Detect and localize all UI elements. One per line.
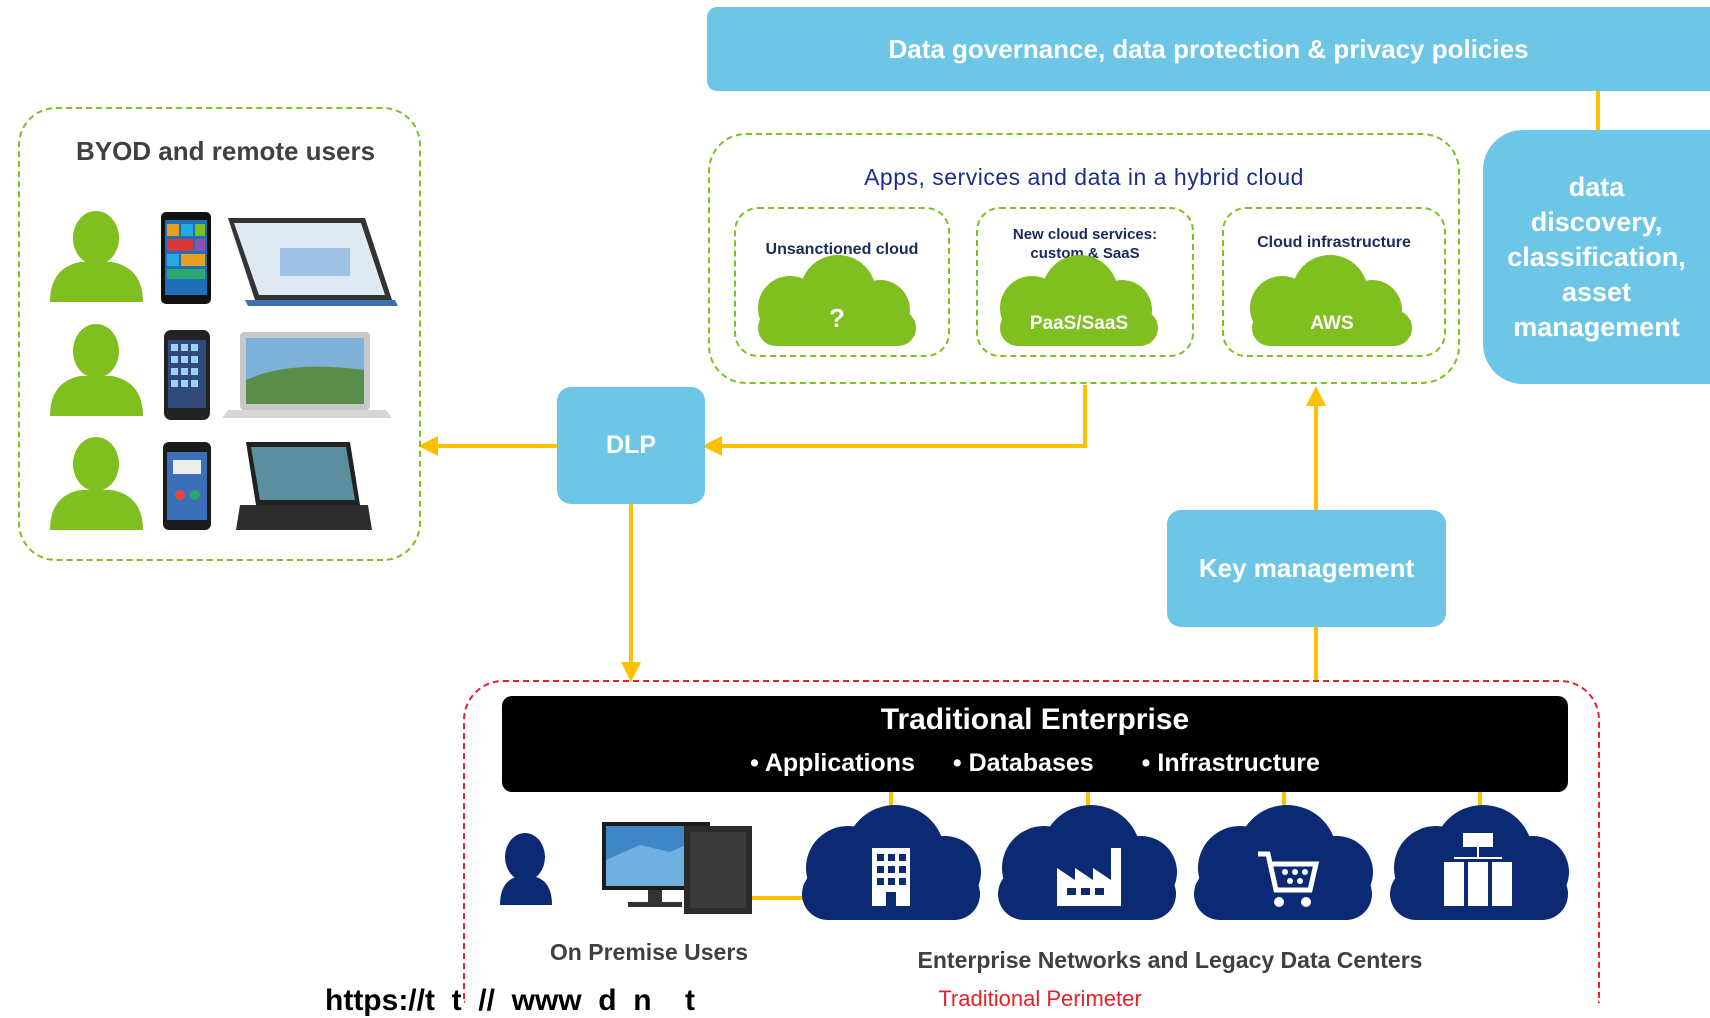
- dlp-label: DLP: [606, 431, 656, 459]
- shopping-cart-icon: [1258, 851, 1320, 907]
- macbook-icon: [222, 332, 392, 418]
- key-management-box: Key management: [1167, 510, 1446, 627]
- discovery-line: management: [1513, 311, 1680, 342]
- enterprise-bar: Traditional Enterprise • Applications • …: [502, 696, 1568, 792]
- discovery-box: data discovery, classification, asset ma…: [1483, 130, 1710, 384]
- desktop-computer-icon: [602, 822, 752, 914]
- tablet-icon: [228, 218, 398, 306]
- discovery-line: classification,: [1507, 241, 1686, 272]
- factory-icon: [1057, 848, 1121, 906]
- cloud-icon: [1250, 255, 1412, 346]
- cloud-panel-unsanctioned: [734, 207, 950, 357]
- person-icon: [50, 437, 143, 530]
- cloud-title: Cloud infrastructure: [1257, 234, 1411, 251]
- arrow-hybrid-to-dlp: [702, 385, 1087, 456]
- laptop-icon: [236, 442, 372, 530]
- enterprise-cloud-office: [802, 805, 981, 920]
- byod-group: [18, 107, 421, 561]
- cloud-icon: [1000, 255, 1158, 346]
- footer-url[interactable]: https://t t // www d n t: [325, 984, 695, 1017]
- key-management-label: Key management: [1198, 553, 1415, 583]
- office-building-icon: [872, 848, 910, 906]
- cloud-label: AWS: [1310, 313, 1354, 334]
- enterprise-item: • Applications: [750, 749, 915, 777]
- enterprise-title: Traditional Enterprise: [880, 703, 1190, 736]
- enterprise-item: • Infrastructure: [1141, 749, 1320, 777]
- cloud-label: PaaS/SaaS: [1029, 313, 1129, 334]
- on-premise-users-label: On Premise Users: [549, 939, 749, 965]
- byod-title: BYOD and remote users: [75, 136, 376, 166]
- dlp-box: DLP: [557, 387, 705, 504]
- person-icon: [50, 211, 143, 302]
- perimeter-label: Traditional Perimeter: [938, 986, 1142, 1011]
- cloud-panel-new-services: [976, 207, 1194, 357]
- cloud-label: ?: [829, 303, 845, 333]
- enterprise-item: • Databases: [952, 749, 1094, 777]
- traditional-perimeter: [463, 680, 1600, 1003]
- windows-phone-icon: [161, 212, 211, 304]
- cloud-icon: [758, 255, 916, 346]
- hybrid-cloud-group: [708, 133, 1460, 384]
- enterprise-items: • Applications • Databases • Infrastruct…: [502, 749, 1568, 778]
- hybrid-title: Apps, services and data in a hybrid clou…: [864, 164, 1304, 190]
- servers-icon: [1444, 833, 1512, 906]
- cloud-panel-infrastructure: [1222, 207, 1446, 357]
- iphone-icon: [164, 330, 210, 420]
- enterprise-networks-label: Enterprise Networks and Legacy Data Cent…: [917, 947, 1423, 973]
- governance-label: Data governance, data protection & priva…: [888, 33, 1529, 64]
- android-phone-icon: [163, 442, 211, 530]
- cloud-title: Unsanctioned cloud: [765, 241, 919, 258]
- discovery-line: asset: [1561, 276, 1632, 307]
- on-premise-user-icon: [500, 833, 552, 905]
- governance-bar: Data governance, data protection & priva…: [707, 7, 1710, 91]
- discovery-line: data: [1568, 171, 1625, 202]
- person-icon: [50, 324, 143, 416]
- discovery-line: discovery,: [1530, 206, 1663, 237]
